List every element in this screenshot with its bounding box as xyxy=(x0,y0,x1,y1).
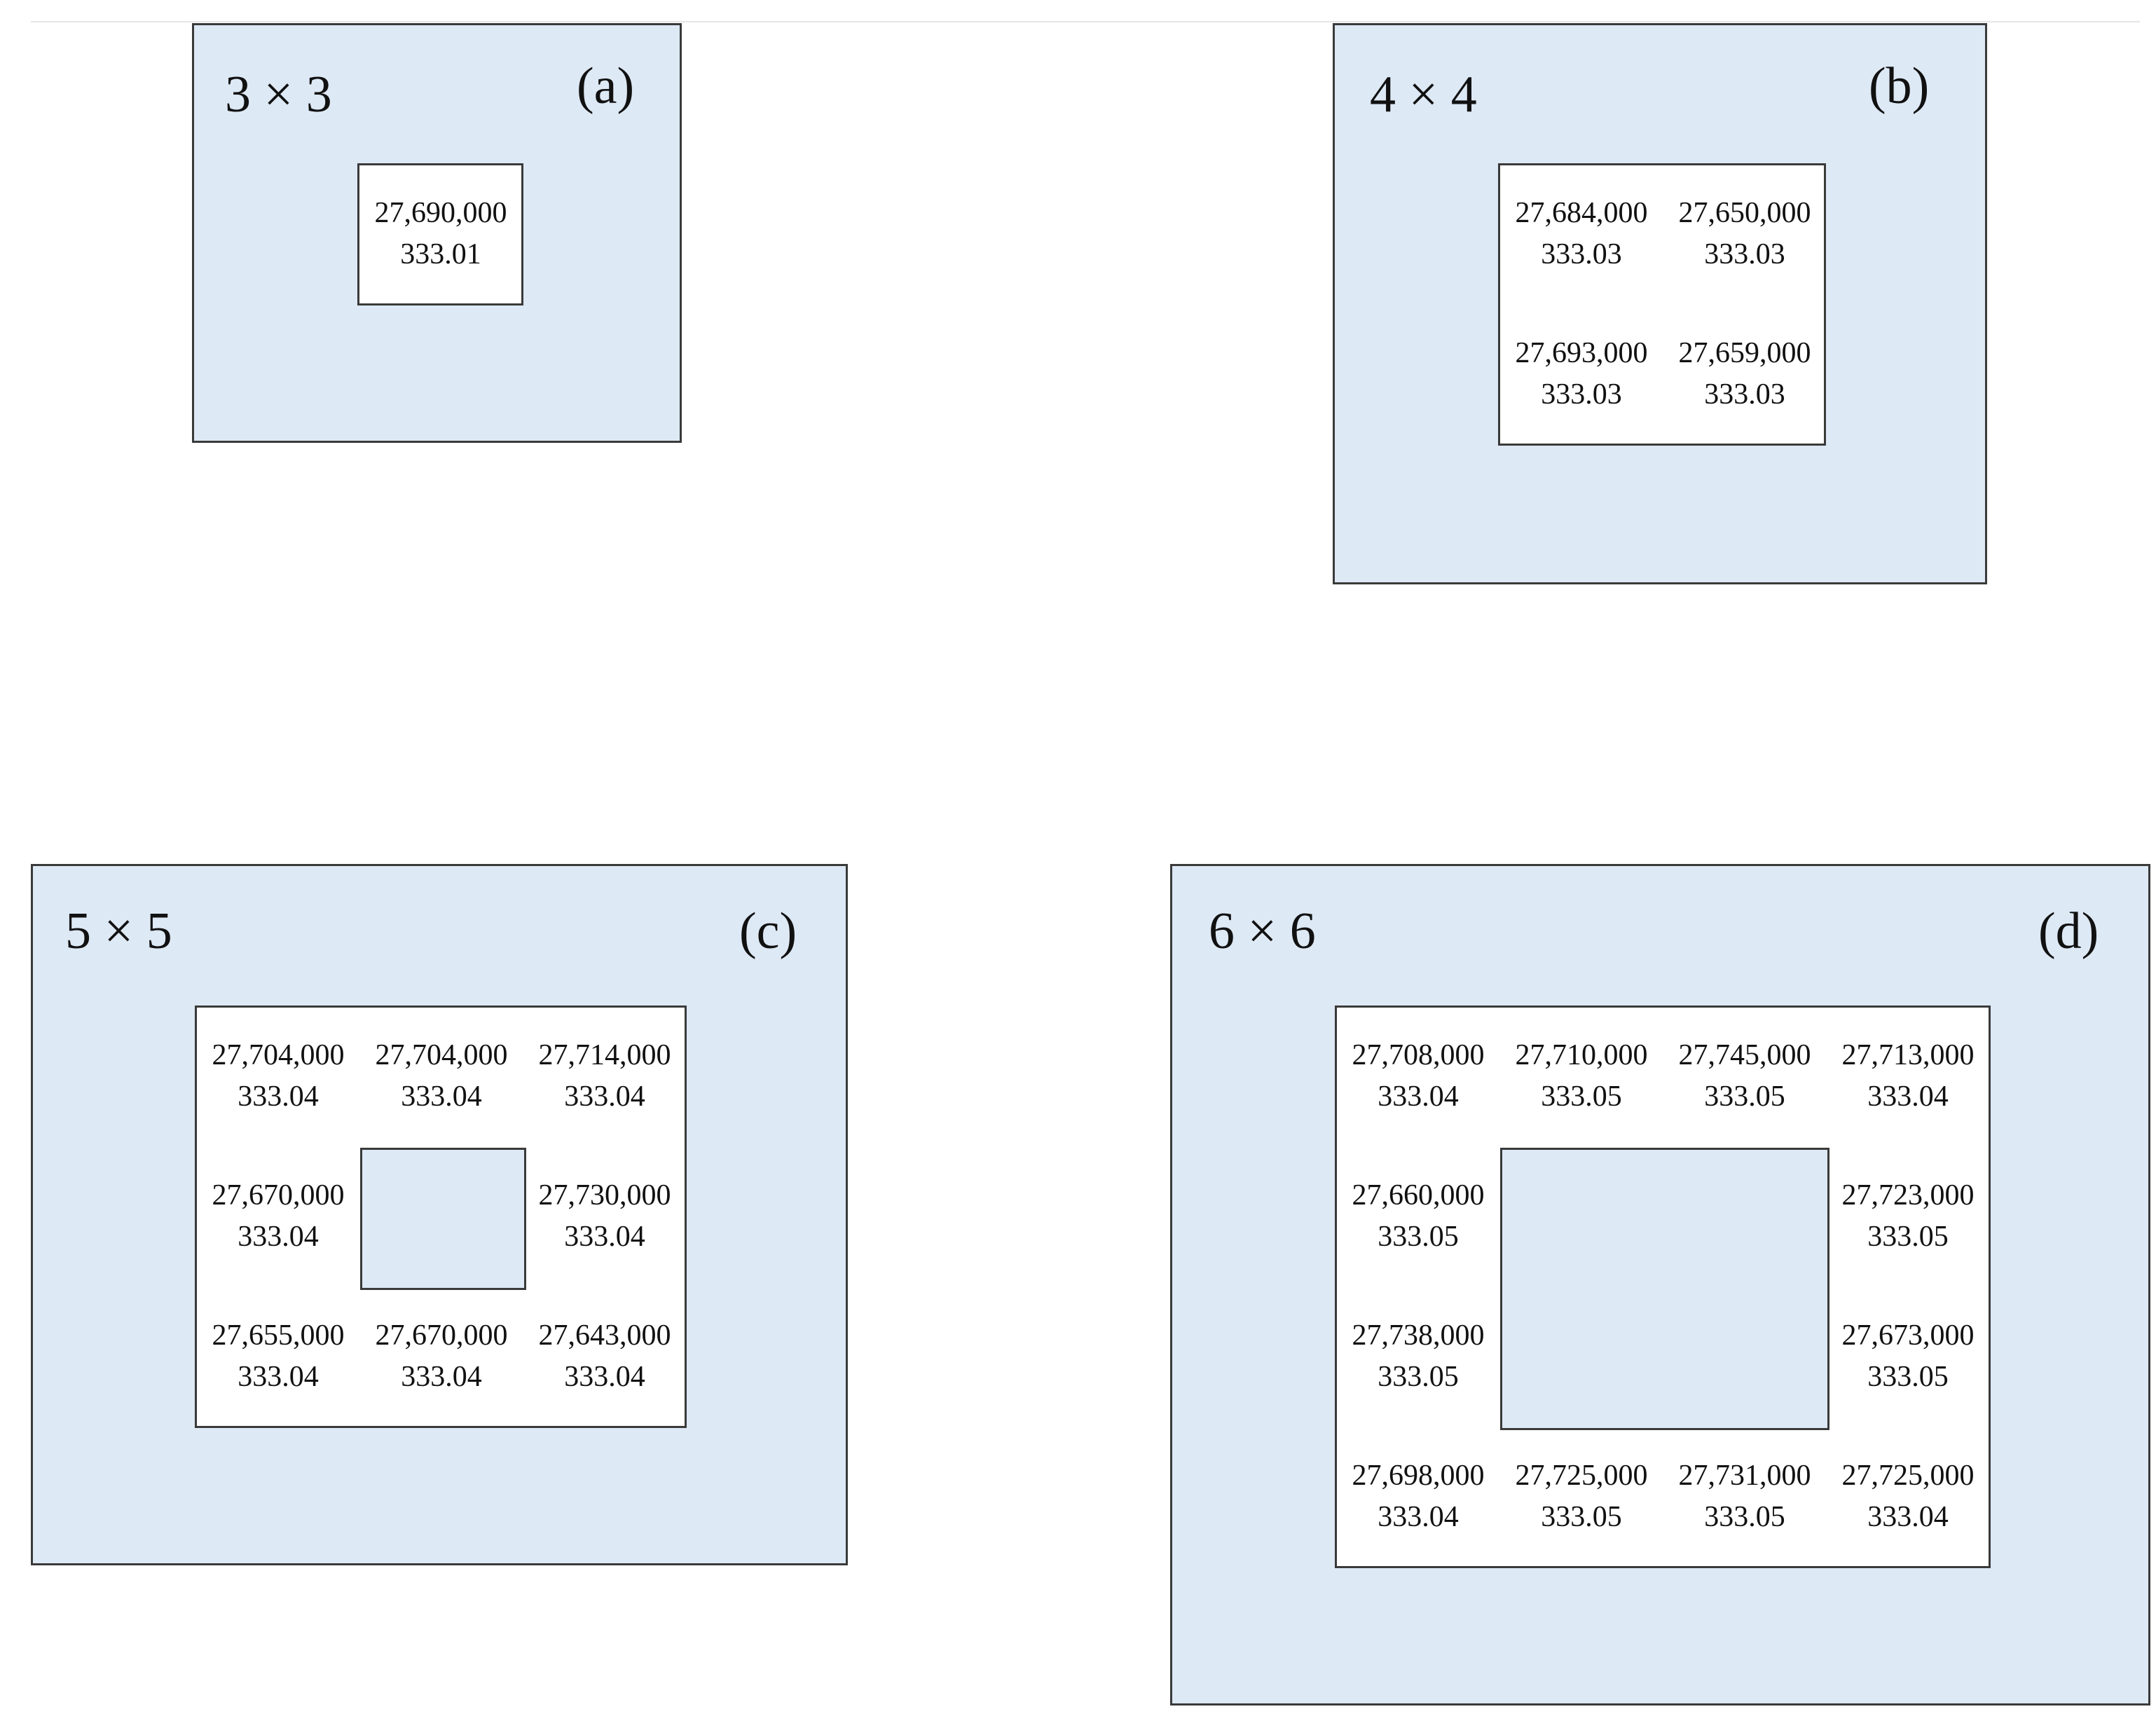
cell-value: 27,731,000 xyxy=(1678,1460,1811,1492)
cell-value: 27,698,000 xyxy=(1352,1460,1485,1492)
panel-a-grid: 27,690,000 333.01 xyxy=(357,163,523,306)
cell-value: 27,745,000 xyxy=(1678,1039,1811,1071)
grid-cell: 27,704,000 333.04 xyxy=(360,1035,523,1118)
cell-value: 27,690,000 xyxy=(374,197,507,229)
panel-d-grid: 27,708,000 333.04 27,710,000 333.05 27,7… xyxy=(1335,1006,1991,1568)
cell-ratio: 333.04 xyxy=(1378,1080,1459,1113)
panel-c-size-label: 5 × 5 xyxy=(65,902,172,960)
grid-cell: 27,725,000 333.04 xyxy=(1827,1455,1989,1538)
cell-ratio: 333.04 xyxy=(238,1080,319,1113)
cell-value: 27,670,000 xyxy=(375,1319,508,1352)
cell-value: 27,708,000 xyxy=(1352,1039,1485,1071)
cell-ratio: 333.05 xyxy=(1541,1501,1622,1533)
grid-cell: 27,643,000 333.04 xyxy=(523,1315,686,1398)
cell-value: 27,655,000 xyxy=(212,1319,345,1352)
grid-cell: 27,731,000 333.05 xyxy=(1663,1455,1826,1538)
grid-cell: 27,723,000 333.05 xyxy=(1827,1175,1989,1258)
panel-a-label: (a) xyxy=(577,57,635,115)
panel-b-size-label: 4 × 4 xyxy=(1370,66,1477,123)
cell-value: 27,693,000 xyxy=(1515,337,1648,369)
cell-ratio: 333.05 xyxy=(1378,1221,1459,1253)
panel-c-label: (c) xyxy=(739,902,797,960)
cell-ratio: 333.04 xyxy=(1867,1501,1949,1533)
cell-value: 27,659,000 xyxy=(1678,337,1811,369)
cell-ratio: 333.04 xyxy=(564,1361,645,1393)
cell-value: 27,684,000 xyxy=(1515,197,1648,229)
grid-cell: 27,670,000 333.04 xyxy=(197,1175,359,1258)
cell-ratio: 333.04 xyxy=(1378,1501,1459,1533)
center-empty-block xyxy=(360,1148,526,1290)
cell-ratio: 333.05 xyxy=(1541,1080,1622,1113)
grid-cell: 27,673,000 333.05 xyxy=(1827,1315,1989,1398)
cell-value: 27,673,000 xyxy=(1841,1319,1975,1352)
grid-cell: 27,725,000 333.05 xyxy=(1500,1455,1663,1538)
grid-cell: 27,704,000 333.04 xyxy=(197,1035,359,1118)
grid-cell: 27,655,000 333.04 xyxy=(197,1315,359,1398)
panel-b-grid: 27,684,000 333.03 27,650,000 333.03 27,6… xyxy=(1498,163,1826,446)
cell-value: 27,723,000 xyxy=(1841,1179,1975,1212)
cell-ratio: 333.05 xyxy=(1378,1361,1459,1393)
cell-ratio: 333.05 xyxy=(1704,1501,1785,1533)
center-empty-block xyxy=(1500,1148,1829,1430)
cell-ratio: 333.05 xyxy=(1867,1221,1949,1253)
panel-d-size-label: 6 × 6 xyxy=(1209,902,1316,960)
cell-ratio: 333.03 xyxy=(1704,378,1785,411)
grid-cell: 27,659,000 333.03 xyxy=(1663,333,1826,416)
grid-cell: 27,738,000 333.05 xyxy=(1337,1315,1499,1398)
cell-value: 27,660,000 xyxy=(1352,1179,1485,1212)
grid-cell: 27,698,000 333.04 xyxy=(1337,1455,1499,1538)
cell-ratio: 333.04 xyxy=(238,1361,319,1393)
cell-ratio: 333.03 xyxy=(1541,238,1622,270)
grid-cell: 27,730,000 333.04 xyxy=(523,1175,686,1258)
grid-cell: 27,690,000 333.01 xyxy=(359,193,522,275)
panel-b-label: (b) xyxy=(1869,57,1930,115)
cell-value: 27,738,000 xyxy=(1352,1319,1485,1352)
cell-ratio: 333.03 xyxy=(1704,238,1785,270)
panel-d-label: (d) xyxy=(2038,902,2099,960)
cell-value: 27,643,000 xyxy=(538,1319,671,1352)
cell-value: 27,725,000 xyxy=(1841,1460,1975,1492)
grid-cell: 27,745,000 333.05 xyxy=(1663,1035,1826,1118)
grid-cell: 27,710,000 333.05 xyxy=(1500,1035,1663,1118)
cell-value: 27,730,000 xyxy=(538,1179,671,1212)
cell-ratio: 333.05 xyxy=(1867,1361,1949,1393)
cell-value: 27,710,000 xyxy=(1515,1039,1648,1071)
grid-cell: 27,713,000 333.04 xyxy=(1827,1035,1989,1118)
panel-c: 5 × 5 (c) 27,704,000 333.04 27,704,000 3… xyxy=(31,864,848,1565)
grid-cell: 27,708,000 333.04 xyxy=(1337,1035,1499,1118)
panel-a-size-label: 3 × 3 xyxy=(225,66,332,123)
top-divider xyxy=(31,21,2140,22)
cell-value: 27,725,000 xyxy=(1515,1460,1648,1492)
grid-cell: 27,714,000 333.04 xyxy=(523,1035,686,1118)
panel-b: 4 × 4 (b) 27,684,000 333.03 27,650,000 3… xyxy=(1333,23,1987,584)
cell-ratio: 333.04 xyxy=(1867,1080,1949,1113)
cell-ratio: 333.04 xyxy=(401,1080,482,1113)
panel-d: 6 × 6 (d) 27,708,000 333.04 27,710,000 3… xyxy=(1170,864,2150,1705)
cell-value: 27,704,000 xyxy=(212,1039,345,1071)
cell-ratio: 333.04 xyxy=(564,1221,645,1253)
cell-ratio: 333.01 xyxy=(400,238,481,270)
panel-a: 3 × 3 (a) 27,690,000 333.01 xyxy=(192,23,682,443)
cell-value: 27,670,000 xyxy=(212,1179,345,1212)
grid-cell: 27,670,000 333.04 xyxy=(360,1315,523,1398)
grid-cell: 27,684,000 333.03 xyxy=(1500,193,1663,275)
cell-ratio: 333.04 xyxy=(401,1361,482,1393)
grid-cell: 27,650,000 333.03 xyxy=(1663,193,1826,275)
panel-c-grid: 27,704,000 333.04 27,704,000 333.04 27,7… xyxy=(195,1006,687,1428)
cell-ratio: 333.04 xyxy=(238,1221,319,1253)
grid-cell: 27,660,000 333.05 xyxy=(1337,1175,1499,1258)
cell-ratio: 333.04 xyxy=(564,1080,645,1113)
cell-ratio: 333.05 xyxy=(1704,1080,1785,1113)
cell-value: 27,704,000 xyxy=(375,1039,508,1071)
cell-value: 27,650,000 xyxy=(1678,197,1811,229)
cell-value: 27,714,000 xyxy=(538,1039,671,1071)
grid-cell: 27,693,000 333.03 xyxy=(1500,333,1663,416)
cell-ratio: 333.03 xyxy=(1541,378,1622,411)
cell-value: 27,713,000 xyxy=(1841,1039,1975,1071)
